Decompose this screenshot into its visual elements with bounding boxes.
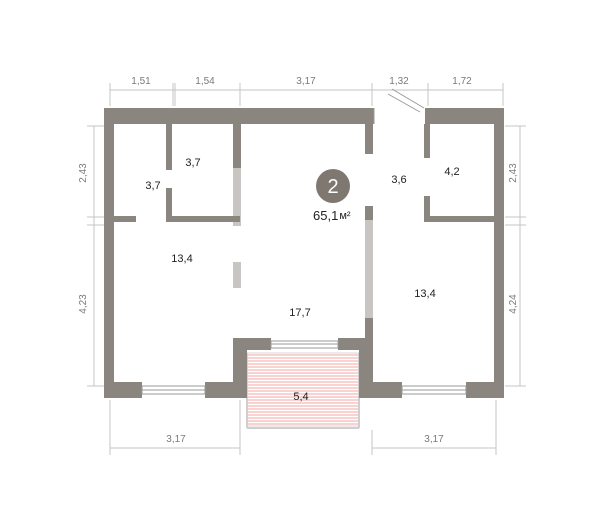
- room-area-kitchen-living: 17,7: [289, 307, 310, 319]
- walls: [104, 108, 504, 398]
- total-area-value: 65,1: [313, 208, 338, 223]
- dim-top-1: 1,51: [131, 76, 151, 87]
- dim-right-1: 2,43: [508, 163, 519, 183]
- total-area: 65,1м²: [313, 208, 351, 223]
- dimension-labels: 1,51 1,54 3,17 1,32 1,72 2,43 4,23 2,43 …: [78, 76, 519, 445]
- dim-bottom-2: 3,17: [424, 434, 444, 445]
- dim-top-4: 1,32: [389, 76, 409, 87]
- dim-bottom-1: 3,17: [166, 434, 186, 445]
- total-area-unit: м²: [339, 210, 351, 222]
- dim-top-5: 1,72: [452, 76, 472, 87]
- dim-top-2: 1,54: [195, 76, 215, 87]
- windows: [141, 340, 467, 395]
- dim-top-3: 3,17: [296, 76, 316, 87]
- room-area-bath-right: 4,2: [444, 166, 459, 178]
- room-area-bedroom-right: 13,4: [414, 288, 435, 300]
- balcony: [246, 352, 360, 429]
- room-area-hall-right: 3,6: [391, 174, 406, 186]
- rooms-count-badge: 2: [316, 169, 350, 203]
- entrance-door: [373, 88, 425, 124]
- dim-left-2: 4,23: [78, 294, 89, 314]
- dimension-lines: [87, 83, 526, 455]
- dim-left-1: 2,43: [78, 163, 89, 183]
- dim-right-2: 4,24: [508, 294, 519, 314]
- partitions: [233, 168, 373, 318]
- room-area-balcony: 5,4: [293, 391, 308, 403]
- room-labels: 3,7 3,7 13,4 17,7 3,6 4,2 13,4 5,4: [145, 157, 459, 403]
- rooms-count: 2: [327, 176, 338, 198]
- room-area-bedroom-left: 13,4: [171, 253, 192, 265]
- room-area-bath-top: 3,7: [185, 157, 200, 169]
- room-area-bath-left: 3,7: [145, 180, 160, 192]
